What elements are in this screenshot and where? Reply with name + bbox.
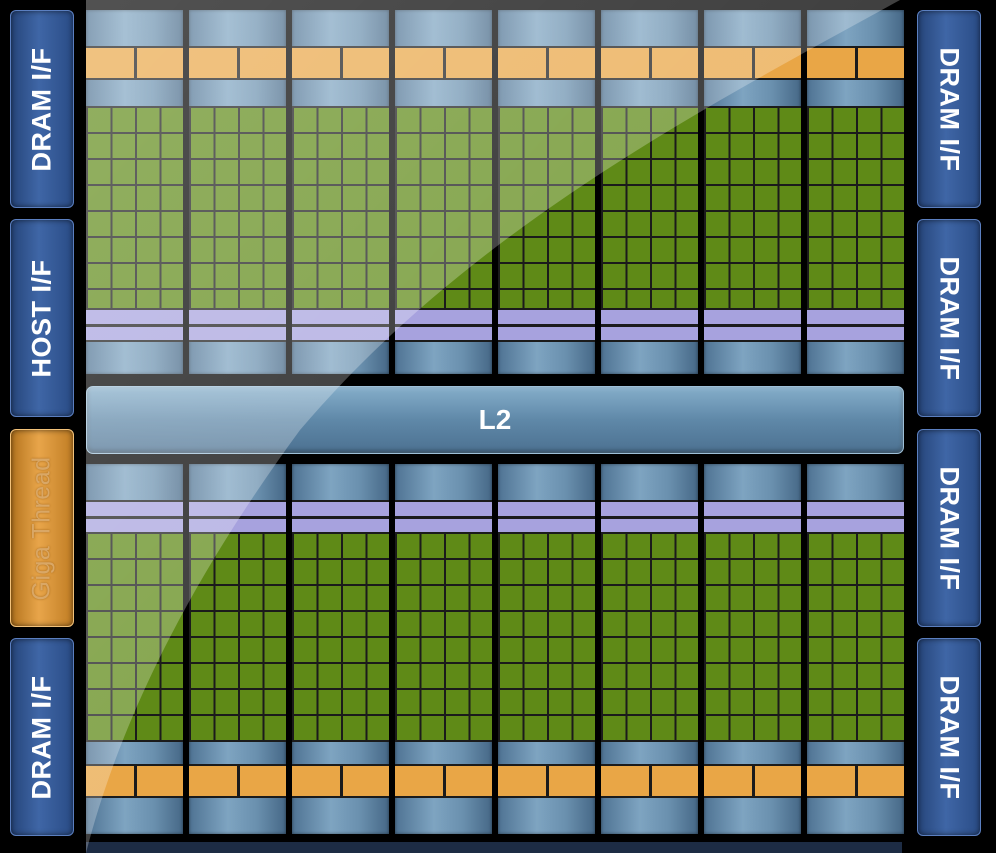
right-dram-interface-2-label: DRAM I/F xyxy=(934,256,965,380)
cuda-core-grid xyxy=(601,532,698,742)
special-function-units xyxy=(498,764,595,798)
bottom-edge-strip xyxy=(86,842,902,853)
sm-bottom-4 xyxy=(395,464,492,834)
left-dram-interface-top: DRAM I/F xyxy=(10,10,74,208)
special-function-units xyxy=(395,764,492,798)
cuda-core-grid xyxy=(189,106,286,316)
sm-bottom-1 xyxy=(86,464,183,834)
load-store-units xyxy=(189,308,286,342)
cuda-core-grid xyxy=(704,106,801,316)
host-interface: HOST I/F xyxy=(10,219,74,417)
host-interface-label: HOST I/F xyxy=(26,259,57,377)
cuda-core-grid xyxy=(292,106,389,316)
right-dram-interface-4-label: DRAM I/F xyxy=(934,675,965,799)
cuda-core-grid xyxy=(395,106,492,316)
cuda-core-grid xyxy=(86,532,183,742)
left-dram-interface-top-label: DRAM I/F xyxy=(26,47,57,171)
special-function-units xyxy=(807,764,904,798)
special-function-units xyxy=(86,764,183,798)
special-function-units xyxy=(86,46,183,80)
right-dram-interface-4: DRAM I/F xyxy=(917,638,981,836)
l2-cache-label: L2 xyxy=(478,404,512,435)
right-dram-interface-1-label: DRAM I/F xyxy=(934,47,965,171)
load-store-units xyxy=(395,308,492,342)
load-store-units xyxy=(704,308,801,342)
cuda-core-grid xyxy=(292,532,389,742)
load-store-units xyxy=(601,308,698,342)
cuda-core-grid xyxy=(189,532,286,742)
cuda-core-grid xyxy=(498,532,595,742)
sm-top-3 xyxy=(292,10,389,374)
sm-top-4 xyxy=(395,10,492,374)
load-store-units xyxy=(86,500,183,534)
sm-top-2 xyxy=(189,10,286,374)
load-store-units xyxy=(498,308,595,342)
sm-bottom-3 xyxy=(292,464,389,834)
left-dram-interface-bottom-label: DRAM I/F xyxy=(26,675,57,799)
load-store-units xyxy=(704,500,801,534)
sm-bottom-5 xyxy=(498,464,595,834)
special-function-units xyxy=(292,764,389,798)
cuda-core-grid xyxy=(86,106,183,316)
sm-top-8 xyxy=(807,10,904,374)
left-dram-interface-bottom: DRAM I/F xyxy=(10,638,74,836)
load-store-units xyxy=(86,308,183,342)
sm-top-6 xyxy=(601,10,698,374)
giga-thread-label: Giga Thread xyxy=(27,455,56,601)
special-function-units xyxy=(807,46,904,80)
giga-thread-scheduler: Giga Thread xyxy=(10,429,74,627)
load-store-units xyxy=(498,500,595,534)
sm-top-1 xyxy=(86,10,183,374)
special-function-units xyxy=(601,764,698,798)
right-dram-interface-1: DRAM I/F xyxy=(917,10,981,208)
sm-bottom-7 xyxy=(704,464,801,834)
special-function-units xyxy=(395,46,492,80)
right-dram-interface-2: DRAM I/F xyxy=(917,219,981,417)
load-store-units xyxy=(395,500,492,534)
special-function-units xyxy=(498,46,595,80)
right-dram-interface-3-label: DRAM I/F xyxy=(934,466,965,590)
load-store-units xyxy=(292,500,389,534)
load-store-units xyxy=(807,500,904,534)
load-store-units xyxy=(189,500,286,534)
cuda-core-grid xyxy=(704,532,801,742)
cuda-core-grid xyxy=(807,532,904,742)
sm-top-5 xyxy=(498,10,595,374)
special-function-units xyxy=(601,46,698,80)
sm-bottom-8 xyxy=(807,464,904,834)
right-dram-interface-3: DRAM I/F xyxy=(917,429,981,627)
special-function-units xyxy=(189,46,286,80)
sm-bottom-6 xyxy=(601,464,698,834)
load-store-units xyxy=(292,308,389,342)
cuda-core-grid xyxy=(807,106,904,316)
l2-cache: L2 xyxy=(86,386,904,454)
sm-top-7 xyxy=(704,10,801,374)
cuda-core-grid xyxy=(395,532,492,742)
cuda-core-grid xyxy=(498,106,595,316)
cuda-core-grid xyxy=(601,106,698,316)
special-function-units xyxy=(704,764,801,798)
special-function-units xyxy=(189,764,286,798)
load-store-units xyxy=(807,308,904,342)
special-function-units xyxy=(704,46,801,80)
sm-bottom-2 xyxy=(189,464,286,834)
load-store-units xyxy=(601,500,698,534)
special-function-units xyxy=(292,46,389,80)
